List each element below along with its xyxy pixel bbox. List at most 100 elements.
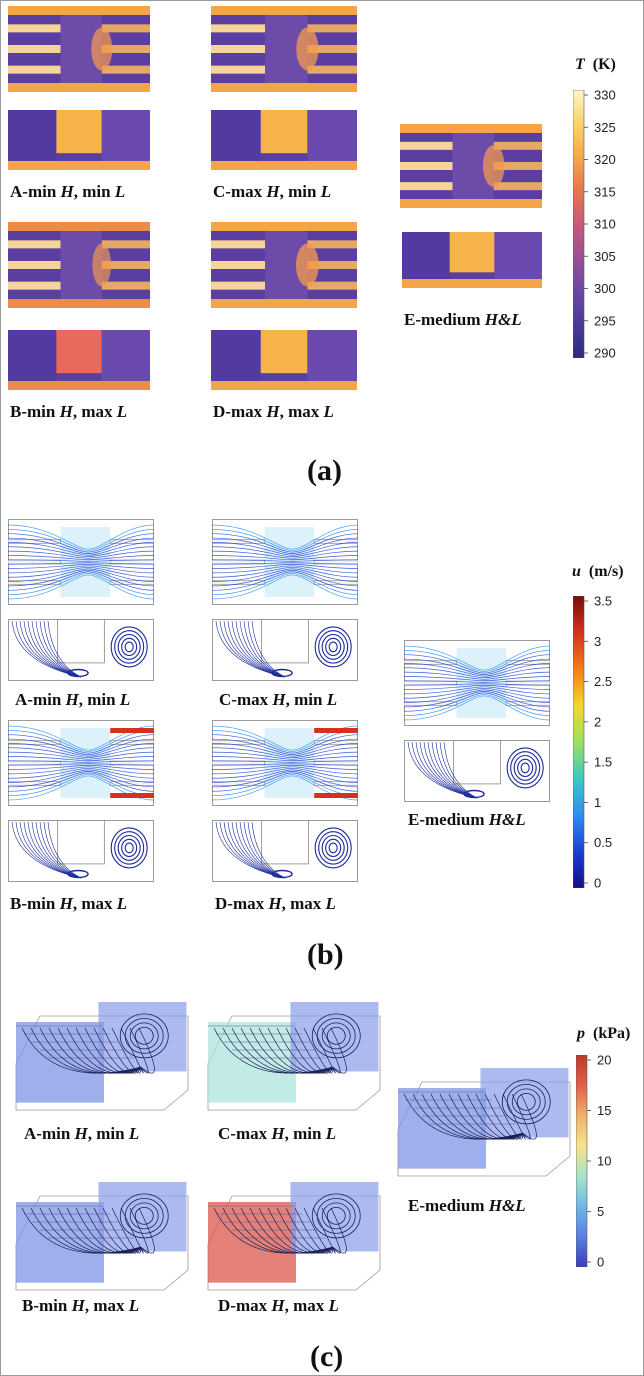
streamline-0 <box>8 524 154 550</box>
streamline-13 <box>520 1093 537 1140</box>
cavity-vortex-4 <box>328 641 338 653</box>
streamline-12 <box>321 1027 341 1074</box>
streamline-15 <box>212 772 358 792</box>
streamline-7 <box>8 756 154 762</box>
fin-left-0 <box>212 740 265 745</box>
colorbar-gradient <box>576 1055 588 1267</box>
colorbar-b-title: u (m/s) <box>572 563 624 580</box>
heated-block <box>56 110 102 154</box>
streamline-11 <box>502 1093 526 1140</box>
streamline-4 <box>212 542 358 556</box>
streamline-6 <box>8 550 154 559</box>
streamline-6 <box>457 1093 523 1140</box>
fin-right-2 <box>493 182 542 191</box>
case-label-c-C: C-max H, min L <box>218 1124 337 1143</box>
jet-region <box>264 728 315 798</box>
cavity-vortex-4 <box>520 762 530 774</box>
streamline-10 <box>212 563 358 569</box>
streamline-2 <box>39 1027 141 1074</box>
cavity-vortex-1 <box>114 630 145 664</box>
streamline-16 <box>8 573 154 595</box>
vortex-ring-0 <box>501 1079 551 1125</box>
colorbar-tick-label: 3 <box>594 634 601 649</box>
pressure-map-C <box>207 1002 381 1111</box>
temp-map-A-bottom <box>8 110 150 170</box>
vortex-ring-3 <box>326 1026 346 1045</box>
fin-left-2 <box>8 580 61 585</box>
cavity-vortex-2 <box>321 834 345 861</box>
fin-left-2 <box>212 781 265 786</box>
streamline-4 <box>8 542 154 556</box>
vortex-ring-3 <box>134 1026 154 1045</box>
flow-map-A-top <box>8 519 154 605</box>
streamline-9 <box>484 1093 524 1140</box>
cavity-vortex-1 <box>114 831 145 865</box>
cavity-vortex-0 <box>110 626 148 668</box>
hot-wall-top <box>211 222 357 231</box>
streamline-12 <box>212 767 358 779</box>
fin-right-0 <box>307 24 357 33</box>
vortex-ring-2 <box>129 1022 159 1050</box>
streamline-8 <box>404 680 550 683</box>
hot-wall-bottom <box>211 381 357 390</box>
streamline-2 <box>212 734 358 754</box>
flow-map-B-bottom <box>8 820 154 882</box>
streamline-7 <box>8 555 154 561</box>
streamline-14 <box>212 771 358 788</box>
fin-left-0 <box>8 539 61 544</box>
streamline-5 <box>258 1207 333 1254</box>
heated-block <box>449 232 495 273</box>
streamline-11 <box>312 1027 336 1074</box>
hot-wall-bottom <box>8 83 150 92</box>
case-label-b-A: A-min H, min L <box>15 690 131 709</box>
jet-region <box>264 527 315 597</box>
streamline-7 <box>212 756 358 762</box>
streamline-9 <box>294 1207 334 1254</box>
case-label-a-B: B-min H, max L <box>10 402 128 421</box>
solid-block <box>261 820 309 865</box>
streamline-5 <box>258 1027 333 1074</box>
channel-streamline-9 <box>47 620 82 678</box>
temp-map-C-bottom <box>211 110 357 170</box>
fin-right-1 <box>493 162 542 170</box>
case-label-b-D: D-max H, max L <box>215 894 336 913</box>
vortex-ring-1 <box>506 1083 546 1120</box>
streamline-13 <box>8 769 154 783</box>
temp-map-D-top <box>211 222 357 308</box>
fin-right-2 <box>101 281 150 290</box>
right-cavity <box>307 110 357 161</box>
colorbar-gradient <box>573 596 585 888</box>
case-label-a-D: D-max H, max L <box>213 402 334 421</box>
streamline-17 <box>212 574 358 600</box>
streamline-2 <box>212 533 358 553</box>
case-label-a-A: A-min H, min L <box>10 182 126 201</box>
streamline-8 <box>93 1207 142 1254</box>
hot-spot <box>296 27 319 71</box>
streamline-13 <box>8 568 154 582</box>
colorbar-gradient <box>573 90 585 358</box>
fin-left-0 <box>211 24 266 33</box>
streamline-6 <box>212 550 358 559</box>
panel-label-a: (a) <box>307 454 342 487</box>
streamline-14 <box>8 570 154 587</box>
cavity-vortex-4 <box>124 641 134 653</box>
streamline-2 <box>421 1093 523 1140</box>
streamline-3 <box>8 537 154 554</box>
fin-left-0 <box>212 539 265 544</box>
vortex-ring-2 <box>129 1202 159 1230</box>
hot-wall-top <box>8 222 150 231</box>
colorbar-tick-label: 5 <box>597 1204 604 1219</box>
fin-left-0 <box>8 740 61 745</box>
streamline-8 <box>8 559 154 562</box>
cavity-vortex-2 <box>117 633 141 660</box>
streamline-5 <box>212 546 358 558</box>
pressure-map-D <box>207 1182 381 1291</box>
fin-left-2 <box>211 281 266 290</box>
fin-left-1 <box>211 261 266 269</box>
high-velocity-bottom <box>314 793 358 798</box>
streamline-16 <box>8 774 154 796</box>
colorbar-tick-label: 20 <box>597 1055 611 1068</box>
streamline-0 <box>213 1207 333 1254</box>
channel-streamline-8 <box>247 620 286 678</box>
